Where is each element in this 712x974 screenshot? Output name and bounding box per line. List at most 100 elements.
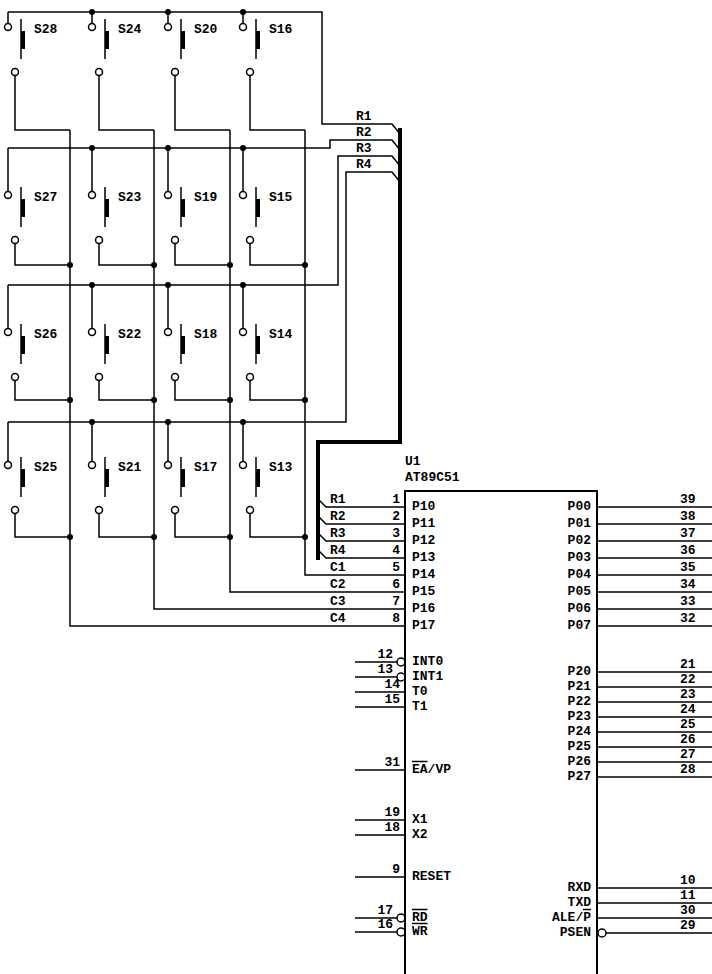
pin-number: 22 [680,673,696,686]
net-label: R4 [330,544,346,557]
pin-number: 7 [392,595,400,608]
junction-dot [240,145,246,151]
pin-number: 14 [384,678,400,691]
pin-number: 32 [680,612,696,625]
net-label: C1 [330,561,346,574]
junction-dot [89,419,95,425]
pin-name: P02 [568,534,591,547]
pin-number: 33 [680,595,696,608]
switch-bottom-wires [15,76,305,538]
pin-number: 15 [384,693,400,706]
part-reference: U1 [405,455,421,468]
switch-symbol [240,324,261,381]
junction-dot [302,397,308,403]
pin-name: P07 [568,619,591,632]
bus-line [318,128,400,560]
junction-dot [240,282,246,288]
pin-name: P25 [568,740,591,753]
pin-name: WR [412,925,428,938]
pin-number: 26 [680,733,696,746]
pin-number: 39 [680,493,696,506]
junction-dot [302,534,308,540]
pin-number: 10 [680,874,696,887]
switch-symbol [165,19,186,76]
bus-entries [318,499,404,558]
junction-dot [240,9,246,15]
junction-dot [89,145,95,151]
pin-name: P21 [568,680,591,693]
pin-name: P11 [412,517,435,530]
net-label: R3 [356,142,372,155]
net-label: R3 [330,527,346,540]
switch-symbol [165,187,186,244]
switch-label: S21 [118,461,141,474]
switch-symbol [240,19,261,76]
right-pin-lines [598,507,712,933]
net-label: R2 [356,126,372,139]
switch-symbol [5,324,26,381]
pin-number: 37 [680,527,696,540]
pin-name: RXD [568,881,591,894]
push-switches [5,19,261,514]
pin-number: 13 [377,663,393,676]
switch-label: S19 [194,191,217,204]
pin-number: 24 [680,703,696,716]
pin-name: PSEN [560,926,591,939]
junction-dot [67,534,73,540]
junction-dots [67,9,308,540]
pin-name: P03 [568,551,591,564]
pin-number: 36 [680,544,696,557]
switch-top-wires [8,12,243,462]
pin-number: 21 [680,658,696,671]
pin-number: 38 [680,510,696,523]
net-label: R4 [356,158,372,171]
pin-name: TXD [568,896,591,909]
switch-label: S17 [194,461,217,474]
pin-number: 3 [392,527,400,540]
pin-name: P13 [412,551,435,564]
switch-label: S15 [269,191,292,204]
pin-number: 30 [680,904,696,917]
junction-dot [165,282,171,288]
pin-name: RD [412,911,428,924]
inversion-bubble [598,929,606,937]
pin-name: P04 [568,568,591,581]
pin-number: 11 [680,889,696,902]
switch-label: S13 [269,461,292,474]
pin-name: P10 [412,500,435,513]
junction-dot [151,534,157,540]
junction-dot [165,419,171,425]
junction-dot [302,262,308,268]
pin-name: P17 [412,619,435,632]
inversion-bubbles [397,658,606,937]
junction-dot [151,262,157,268]
net-label: C2 [330,578,346,591]
junction-dot [165,9,171,15]
pin-number: 17 [377,904,393,917]
pin-number: 4 [392,544,400,557]
pin-name: P15 [412,585,435,598]
switch-label: S14 [269,328,292,341]
switch-symbol [240,187,261,244]
pin-name: INT1 [412,670,443,683]
pin-name: P27 [568,770,591,783]
switch-symbol [165,457,186,514]
pin-name: P14 [412,568,435,581]
junction-dot [89,9,95,15]
pin-number: 18 [384,821,400,834]
pin-number: 19 [384,806,400,819]
pin-name: X2 [412,828,428,841]
switch-label: S24 [118,23,141,36]
pin-number: 12 [377,648,393,661]
pin-name: ALE/P [552,911,591,924]
switch-label: S27 [34,191,57,204]
junction-dot [240,419,246,425]
switch-symbol [5,187,26,244]
wires [8,12,712,933]
pin-number: 34 [680,578,696,591]
left-pin-lines [355,662,404,932]
pin-number: 23 [680,688,696,701]
net-label: R2 [330,510,346,523]
switch-label: S18 [194,328,217,341]
